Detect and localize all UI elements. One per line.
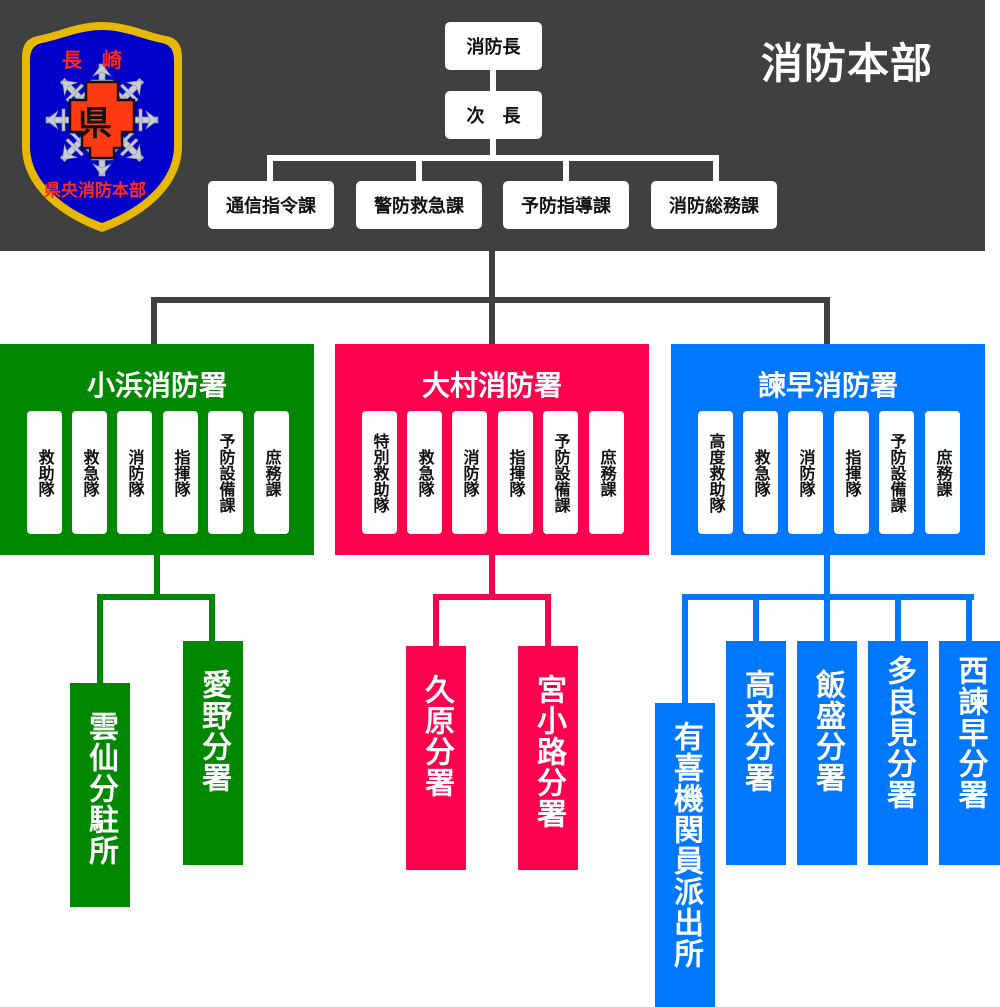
unit-label: 消防隊 [460, 448, 480, 497]
connector-line [753, 594, 759, 642]
prefecture-mark-icon [68, 80, 136, 160]
connector-line [895, 594, 901, 642]
unit-box[interactable]: 救急隊 [407, 411, 442, 534]
unit-box[interactable]: 高度救助隊 [698, 411, 733, 534]
unit-label: 高度救助隊 [706, 432, 726, 513]
branch-tarami[interactable]: 多良見分署 [868, 641, 928, 865]
unit-box[interactable]: 指揮隊 [163, 411, 198, 534]
connector-line [824, 297, 830, 346]
headquarters-panel: 長 崎 県 県央消防本部 消防本部 消防長 次 長 通信指令課 警防救急課 予防… [0, 0, 985, 251]
unit-label: 指揮隊 [171, 448, 191, 497]
unit-label: 救急隊 [415, 448, 435, 497]
station-name: 大村消防署 [421, 369, 562, 402]
unit-box[interactable]: 庶務課 [589, 411, 624, 534]
unit-label: 消防隊 [125, 448, 145, 497]
branch-nishiisahaya[interactable]: 西諫早分署 [939, 641, 1000, 865]
branch-takaki[interactable]: 高来分署 [726, 641, 786, 865]
connector-line [151, 297, 830, 303]
shield-icon [22, 22, 182, 232]
division-box[interactable]: 消防総務課 [651, 181, 777, 229]
unit-box[interactable]: 予防設備課 [543, 411, 578, 534]
emblem-top-text: 長 崎 [62, 48, 122, 72]
connector-line [489, 555, 495, 597]
division-box[interactable]: 通信指令課 [208, 181, 334, 229]
branch-ukimachi[interactable]: 有喜機関員派出所 [655, 703, 715, 1007]
branch-label: 高来分署 [739, 669, 774, 793]
connector-line [267, 155, 719, 161]
unit-box[interactable]: 救急隊 [743, 411, 778, 534]
connector-line [824, 555, 830, 597]
emblem-center-glyph: 県 [78, 104, 112, 144]
connector-line [824, 594, 830, 642]
unit-label: 救急隊 [751, 448, 771, 497]
connector-line [966, 594, 972, 642]
connector-line [545, 594, 551, 648]
connector-line [267, 155, 273, 183]
branch-label: 有喜機関員派出所 [668, 721, 703, 969]
unit-box[interactable]: 消防隊 [117, 411, 152, 534]
connector-line [713, 155, 719, 183]
unit-label: 救助隊 [35, 448, 55, 497]
station-name: 小浜消防署 [86, 369, 227, 402]
unit-box[interactable]: 救急隊 [72, 411, 107, 534]
station-omura[interactable]: 大村消防署 特別救助隊 救急隊 消防隊 指揮隊 予防設備課 庶務課 [335, 344, 649, 555]
deputy-chief-box[interactable]: 次 長 [445, 91, 542, 139]
branch-label: 宮小路分署 [531, 674, 566, 829]
station-isahaya[interactable]: 諫早消防署 高度救助隊 救急隊 消防隊 指揮隊 予防設備課 庶務課 [671, 344, 985, 555]
unit-box[interactable]: 予防設備課 [879, 411, 914, 534]
unit-label: 消防隊 [796, 448, 816, 497]
branch-kubara[interactable]: 久原分署 [406, 646, 466, 870]
unit-label: 予防設備課 [216, 432, 236, 513]
unit-label: 予防設備課 [887, 432, 907, 513]
unit-box[interactable]: 予防設備課 [208, 411, 243, 534]
unit-box[interactable]: 庶務課 [254, 411, 289, 534]
headquarters-title: 消防本部 [760, 39, 933, 88]
connector-line [490, 70, 496, 94]
connector-line [151, 297, 157, 346]
unit-label: 指揮隊 [842, 448, 862, 497]
unit-label: 庶務課 [262, 448, 282, 497]
unit-box[interactable]: 指揮隊 [834, 411, 869, 534]
fire-department-emblem: 長 崎 県 県央消防本部 [16, 16, 188, 238]
branch-label: 雲仙分駐所 [83, 711, 118, 866]
connector-line [209, 594, 215, 642]
connector-line [154, 555, 160, 597]
emblem-bottom-text: 県央消防本部 [44, 181, 146, 201]
connector-line [433, 594, 439, 648]
unit-box[interactable]: 庶務課 [925, 411, 960, 534]
branch-aino[interactable]: 愛野分署 [183, 641, 243, 865]
unit-label: 指揮隊 [506, 448, 526, 497]
connector-line [682, 594, 688, 704]
station-obama[interactable]: 小浜消防署 救助隊 救急隊 消防隊 指揮隊 予防設備課 庶務課 [0, 344, 314, 555]
connector-line [416, 155, 422, 183]
unit-box[interactable]: 消防隊 [452, 411, 487, 534]
unit-label: 特別救助隊 [370, 432, 390, 513]
branch-label: 飯盛分署 [810, 669, 845, 793]
division-box[interactable]: 予防指導課 [503, 181, 629, 229]
connector-line [563, 155, 569, 183]
unit-label: 庶務課 [597, 448, 617, 497]
unit-label: 予防設備課 [551, 432, 571, 513]
unit-label: 救急隊 [80, 448, 100, 497]
branch-unzen[interactable]: 雲仙分駐所 [70, 683, 130, 907]
unit-box[interactable]: 救助隊 [27, 411, 62, 534]
branch-iimori[interactable]: 飯盛分署 [797, 641, 857, 865]
branch-label: 多良見分署 [881, 655, 916, 810]
station-name: 諫早消防署 [757, 369, 898, 402]
connector-line [97, 594, 103, 684]
division-box[interactable]: 警防救急課 [356, 181, 482, 229]
branch-label: 愛野分署 [196, 669, 231, 793]
fire-chief-box[interactable]: 消防長 [445, 22, 542, 70]
branch-label: 久原分署 [419, 674, 454, 798]
connector-line [433, 594, 551, 600]
unit-label: 庶務課 [933, 448, 953, 497]
branch-label: 西諫早分署 [952, 655, 988, 810]
connector-line [97, 594, 215, 600]
connector-line [490, 138, 496, 158]
unit-box[interactable]: 消防隊 [788, 411, 823, 534]
branch-miyakoji[interactable]: 宮小路分署 [518, 646, 578, 870]
unit-box[interactable]: 指揮隊 [498, 411, 533, 534]
unit-box[interactable]: 特別救助隊 [362, 411, 397, 534]
